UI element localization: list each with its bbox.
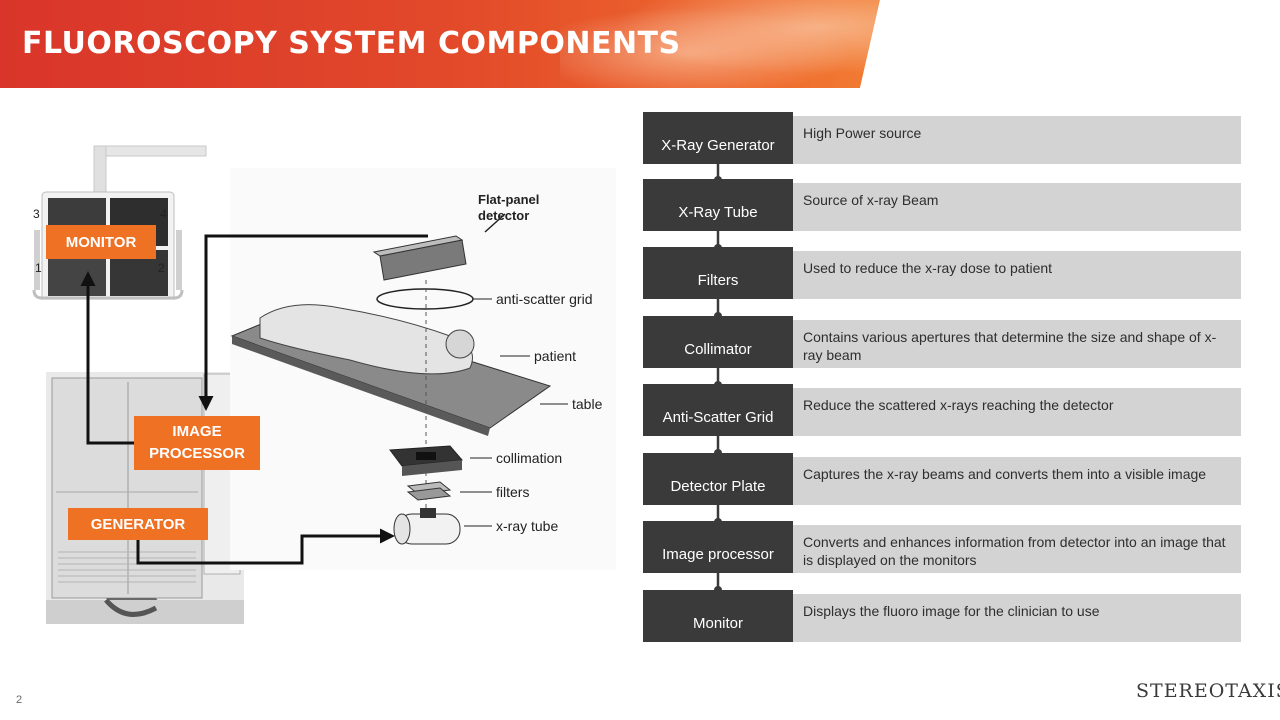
slide-title: FLUOROSCOPY SYSTEM COMPONENTS	[22, 26, 681, 61]
monitor-tag: MONITOR	[46, 225, 156, 259]
fluoroscopy-diagram: Flat-panel detector anti-scatter grid pa…	[230, 168, 616, 570]
component-step: Anti-Scatter Grid Reduce the scattered x…	[643, 384, 1243, 436]
monitor-screen-number: 4	[160, 207, 167, 221]
image-processor-tag: IMAGE PROCESSOR	[134, 416, 260, 470]
cabinet-equipment-image	[46, 372, 244, 624]
component-description: Converts and enhances information from d…	[793, 525, 1241, 573]
component-description: High Power source	[793, 116, 1241, 164]
logo-text: STEREOTAXIS	[1136, 680, 1280, 702]
diagram-label-table: table	[572, 396, 603, 412]
component-name: Filters	[643, 247, 793, 299]
generator-tag: GENERATOR	[68, 508, 208, 540]
diagram-label-xray-tube: x-ray tube	[496, 518, 558, 534]
component-name: X-Ray Generator	[643, 112, 793, 164]
page-number: 2	[16, 694, 23, 706]
diagram-label-patient: patient	[534, 348, 576, 364]
banner-white-area	[860, 0, 1280, 88]
monitor-equipment-image: 3 4 1 2	[32, 145, 207, 300]
component-step: Detector Plate Captures the x-ray beams …	[643, 453, 1243, 505]
diagram-label-filters: filters	[496, 484, 529, 500]
header-banner: FLUOROSCOPY SYSTEM COMPONENTS	[0, 0, 1280, 88]
monitor-screen-number: 1	[35, 261, 42, 275]
component-step: Image processor Converts and enhances in…	[643, 521, 1243, 573]
component-step: X-Ray Generator High Power source	[643, 112, 1243, 164]
component-step: X-Ray Tube Source of x-ray Beam	[643, 179, 1243, 231]
component-name: Monitor	[643, 590, 793, 642]
company-logo: STEREOTAXIS	[1132, 668, 1280, 714]
component-name: Detector Plate	[643, 453, 793, 505]
image-processor-tag-line1: IMAGE	[172, 423, 222, 440]
diagram-label-anti-scatter-grid: anti-scatter grid	[496, 291, 592, 307]
monitor-screen-number: 3	[33, 207, 40, 221]
diagram-label-collimation: collimation	[496, 450, 562, 466]
diagram-label-flat-panel: Flat-panel	[478, 192, 539, 207]
monitor-screen-number: 2	[158, 261, 165, 275]
component-step: Filters Used to reduce the x-ray dose to…	[643, 247, 1243, 299]
component-description: Displays the fluoro image for the clinic…	[793, 594, 1241, 642]
component-name: Collimator	[643, 316, 793, 368]
component-name: Anti-Scatter Grid	[643, 384, 793, 436]
component-description: Reduce the scattered x-rays reaching the…	[793, 388, 1241, 436]
banner-photo-overlay	[560, 0, 880, 88]
component-name: X-Ray Tube	[643, 179, 793, 231]
component-name: Image processor	[643, 521, 793, 573]
component-step: Monitor Displays the fluoro image for th…	[643, 590, 1243, 642]
component-description: Source of x-ray Beam	[793, 183, 1241, 231]
diagram-label-detector: detector	[478, 208, 529, 223]
component-description: Used to reduce the x-ray dose to patient	[793, 251, 1241, 299]
image-processor-tag-line2: PROCESSOR	[149, 445, 245, 462]
component-description: Contains various apertures that determin…	[793, 320, 1241, 368]
component-description: Captures the x-ray beams and converts th…	[793, 457, 1241, 505]
component-step: Collimator Contains various apertures th…	[643, 316, 1243, 368]
